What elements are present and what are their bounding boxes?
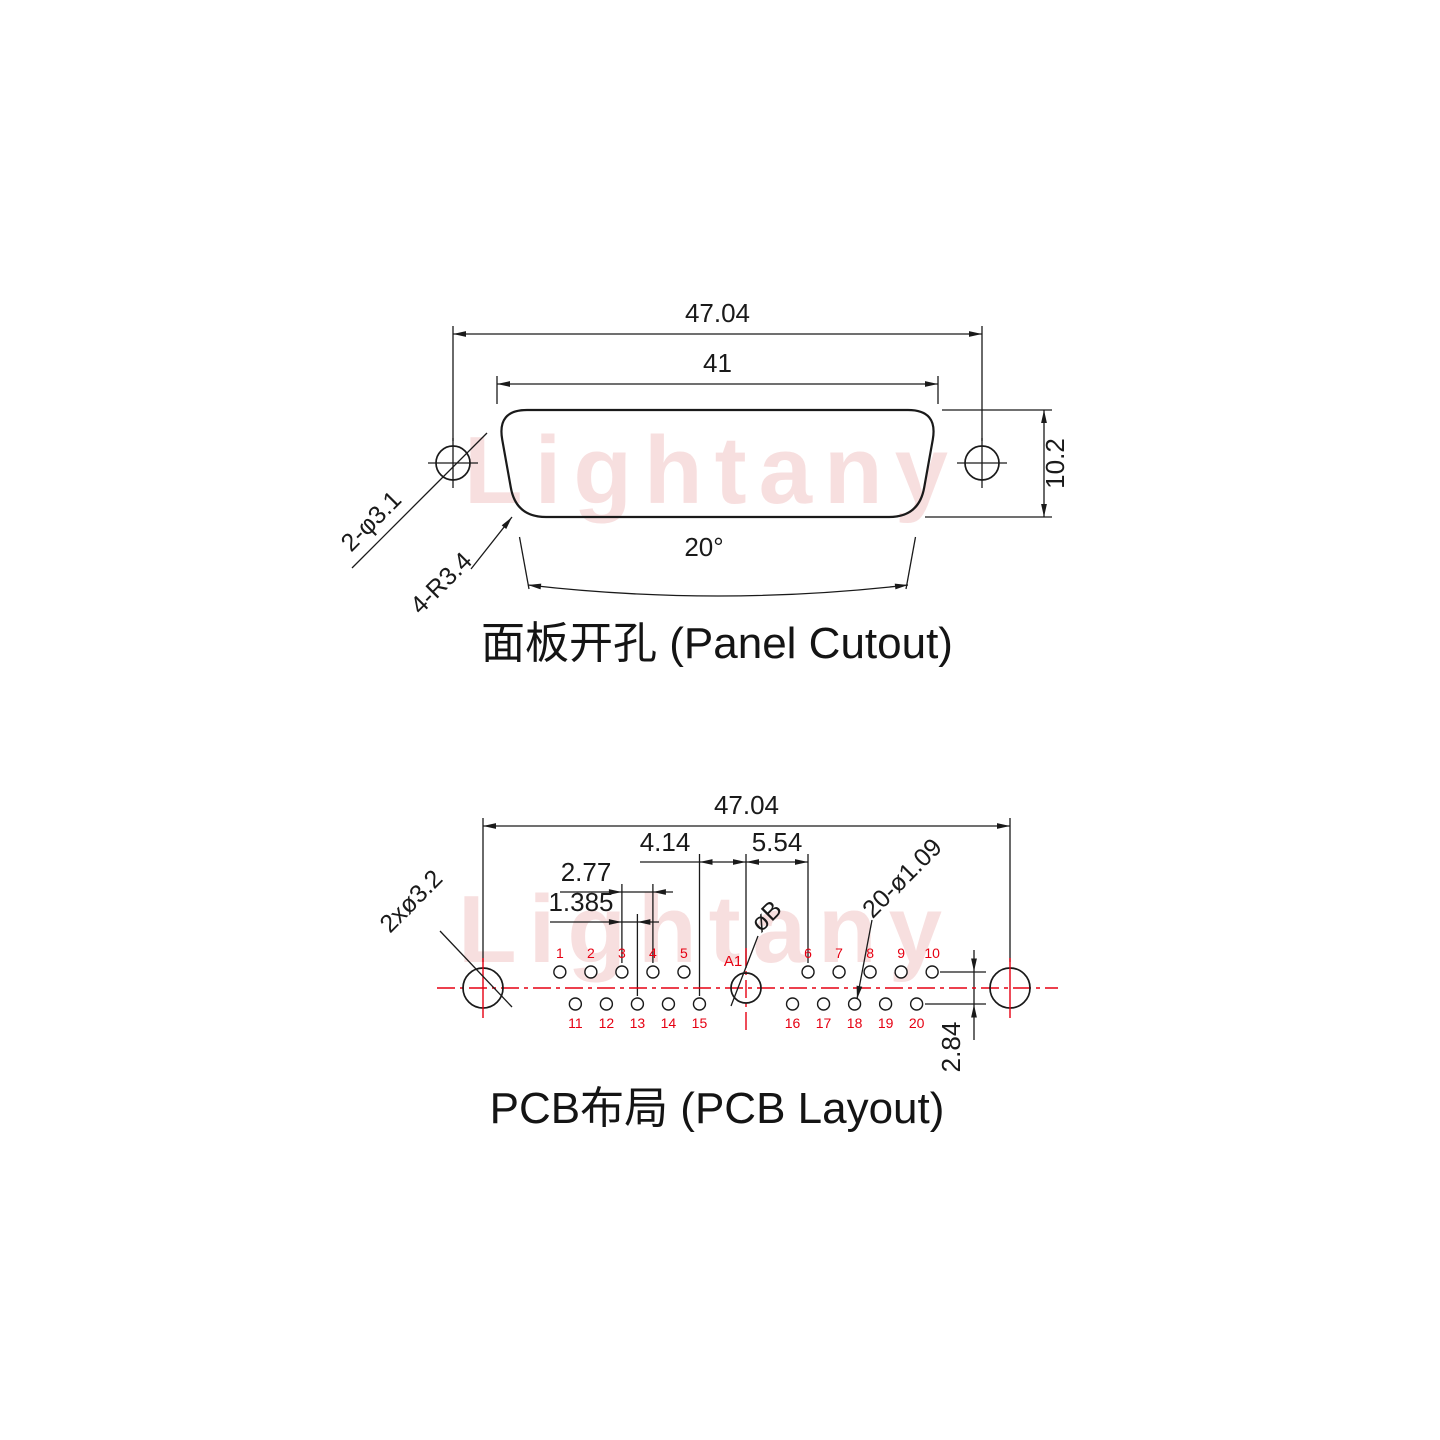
pin-holes-bottom-row: 11 12 13 14 15 16 17 18 19 20 bbox=[568, 997, 925, 1031]
leader-line bbox=[856, 919, 873, 1000]
dim-value-height: 10.2 bbox=[1040, 438, 1070, 489]
panel-cutout-view: 47.04 41 10.2 bbox=[336, 298, 1070, 668]
pin-hole-1 bbox=[553, 965, 567, 979]
pin-number-11: 11 bbox=[568, 1015, 583, 1031]
pin-hole-13 bbox=[630, 997, 645, 1011]
panel-cutout-title: 面板开孔 (Panel Cutout) bbox=[481, 619, 953, 668]
dim-half-pitch: 1.385 bbox=[548, 887, 659, 925]
pin-hole-20 bbox=[909, 997, 924, 1011]
pcb-mount-hole-left bbox=[462, 958, 504, 1018]
pin-number-16: 16 bbox=[785, 1015, 801, 1031]
dim-panel-width-outer: 47.04 bbox=[452, 298, 983, 441]
pin-hole-4 bbox=[646, 965, 660, 979]
hole-spec-label: 2-φ3.1 bbox=[336, 486, 408, 558]
dsub-cutout-outline bbox=[500, 408, 935, 519]
watermark-top: Lightany bbox=[464, 417, 960, 524]
pin-number-1: 1 bbox=[556, 945, 564, 961]
a1-hole-circle bbox=[730, 972, 762, 1004]
dim-panel-height: 10.2 bbox=[925, 409, 1070, 518]
dim-panel-width-inner: 41 bbox=[496, 348, 939, 404]
dim-pin-pitch: 2.77 bbox=[560, 857, 673, 895]
dim-value-277: 2.77 bbox=[561, 857, 612, 887]
pin-hole-15 bbox=[692, 997, 707, 1011]
pin-number-6: 6 bbox=[804, 945, 812, 961]
leader-line bbox=[351, 432, 488, 569]
dim-panel-angle: 20° bbox=[518, 532, 917, 597]
pin-hole-10 bbox=[925, 965, 939, 979]
pin-hole-16 bbox=[785, 997, 800, 1011]
pin-number-15: 15 bbox=[692, 1015, 708, 1031]
pcb-mount-hole-right bbox=[989, 958, 1031, 1018]
dim-value-outer-width: 47.04 bbox=[685, 298, 750, 328]
pin-hole-19 bbox=[878, 997, 893, 1011]
pcb-layout-view: 47.04 4.14 5.54 2.77 bbox=[374, 790, 1058, 1133]
panel-mount-hole-right bbox=[957, 438, 1007, 488]
pin-number-12: 12 bbox=[599, 1015, 615, 1031]
pcb-layout-title: PCB布局 (PCB Layout) bbox=[490, 1084, 945, 1133]
pin-holes-top-row: 1 2 3 4 5 6 7 8 9 10 bbox=[553, 945, 940, 979]
dim-row-spacing: 2.84 bbox=[925, 950, 986, 1072]
pin-number-2: 2 bbox=[587, 945, 595, 961]
label-panel-corners: 4-R3.4 bbox=[405, 516, 513, 620]
pin-hole-8 bbox=[863, 965, 877, 979]
leader-line bbox=[470, 516, 513, 570]
leader-line bbox=[730, 935, 759, 1007]
pin-number-18: 18 bbox=[847, 1015, 863, 1031]
pin-hole-17 bbox=[816, 997, 831, 1011]
pin-number-19: 19 bbox=[878, 1015, 894, 1031]
dim-value-angle: 20° bbox=[684, 532, 723, 562]
pin-hole-18 bbox=[847, 997, 862, 1011]
dim-value-284: 2.84 bbox=[936, 1022, 966, 1073]
dim-a1-offset-right: 5.54 bbox=[746, 827, 808, 865]
dim-value-414: 4.14 bbox=[640, 827, 691, 857]
dim-value-inner-width: 41 bbox=[703, 348, 732, 378]
panel-mount-hole-left bbox=[428, 438, 478, 488]
dim-value-1385: 1.385 bbox=[548, 887, 613, 917]
pin-number-10: 10 bbox=[924, 945, 940, 961]
pin-hole-9 bbox=[894, 965, 908, 979]
pin-number-3: 3 bbox=[618, 945, 626, 961]
angle-extension-left bbox=[518, 536, 530, 590]
pin-number-17: 17 bbox=[816, 1015, 832, 1031]
dim-value-554: 5.54 bbox=[752, 827, 803, 857]
pin-hole-3 bbox=[615, 965, 629, 979]
pin-number-13: 13 bbox=[630, 1015, 646, 1031]
leader-line bbox=[439, 930, 513, 1008]
a1-label: A1 bbox=[724, 953, 742, 970]
pin-number-8: 8 bbox=[866, 945, 874, 961]
pin-hole-11 bbox=[568, 997, 583, 1011]
angle-extension-right bbox=[905, 536, 917, 590]
pin-number-7: 7 bbox=[835, 945, 843, 961]
mount-hole-spec-label: 2xø3.2 bbox=[374, 864, 448, 938]
pin-number-20: 20 bbox=[909, 1015, 925, 1031]
pin-hole-5 bbox=[677, 965, 691, 979]
pin-hole-6 bbox=[801, 965, 815, 979]
pin-hole-12 bbox=[599, 997, 614, 1011]
angle-arc bbox=[527, 583, 909, 597]
pin-number-14: 14 bbox=[661, 1015, 677, 1031]
corner-radius-label: 4-R3.4 bbox=[405, 547, 478, 620]
pin-number-9: 9 bbox=[897, 945, 905, 961]
pin-number-5: 5 bbox=[680, 945, 688, 961]
dim-a1-offset-left: 4.14 bbox=[640, 827, 746, 865]
pin-number-4: 4 bbox=[649, 945, 657, 961]
dim-value-pcb-width: 47.04 bbox=[714, 790, 779, 820]
pin-hole-14 bbox=[661, 997, 676, 1011]
pin-hole-2 bbox=[584, 965, 598, 979]
pin-hole-7 bbox=[832, 965, 846, 979]
dim-pcb-width-outer: 47.04 bbox=[482, 790, 1011, 962]
